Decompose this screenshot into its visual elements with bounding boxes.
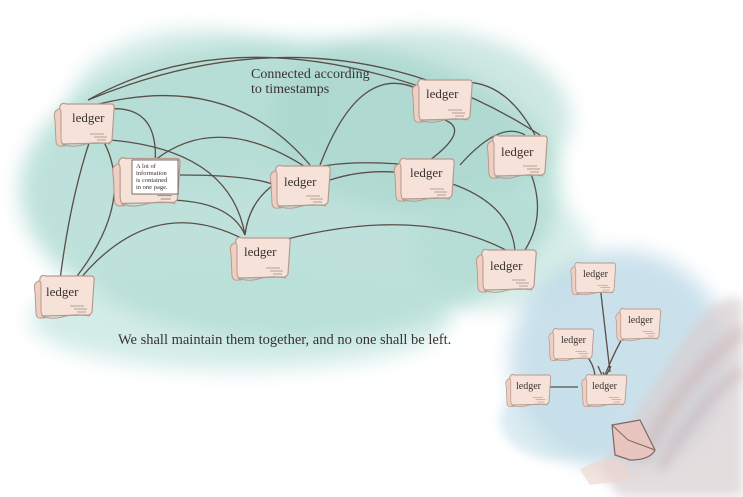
eraser-hand-icon [580, 298, 743, 497]
note-scroll: A lot of information is contained in one… [111, 157, 181, 207]
ledger-label: ledger [426, 86, 459, 101]
ledger-label: ledger [501, 144, 534, 159]
ledger-label: ledger [592, 381, 618, 392]
ledger-scroll: ledger [486, 134, 548, 179]
ledger-scroll: ledger [33, 274, 95, 319]
note-line-3: is contained [136, 177, 168, 184]
ledger-scroll-small: ledger [548, 328, 595, 362]
network-connections [59, 56, 541, 286]
caption-together: We shall maintain them together, and no … [118, 332, 452, 348]
ledger-label: ledger [490, 258, 523, 273]
ledger-label: ledger [516, 381, 542, 392]
note-text: A lot of information is contained in one… [136, 163, 169, 191]
ledger-label: ledger [628, 315, 654, 326]
note-line-2: information [136, 170, 167, 177]
ledger-scroll: ledger [393, 157, 455, 202]
ledger-scroll-small: ledger [615, 308, 662, 342]
ledger-label: ledger [244, 244, 277, 259]
ledger-scroll-small: ledger [581, 374, 628, 408]
note-line-1: A lot of [136, 163, 157, 170]
ledger-scroll-small: ledger [505, 374, 552, 408]
ledger-scroll: ledger [53, 102, 115, 147]
ledger-scroll: ledger [269, 164, 331, 209]
ledger-scroll: ledger [411, 78, 473, 123]
ledger-scroll: ledger [229, 236, 291, 281]
caption-timestamps: Connected according to timestamps [251, 67, 370, 97]
ledger-label: ledger [284, 174, 317, 189]
ledger-label: ledger [410, 165, 443, 180]
note-line-4: in one page. [136, 184, 168, 191]
ledger-scroll: ledger [475, 248, 537, 293]
ledger-label: ledger [46, 284, 79, 299]
ledger-label: ledger [561, 335, 587, 346]
ledger-label: ledger [583, 269, 609, 280]
scroll-group-main: ledger ledger ledger ledger ledger ledge… [33, 78, 548, 319]
scroll-group-small: ledger ledger ledger ledger ledger [505, 262, 662, 408]
ledger-scroll-small: ledger [570, 262, 617, 296]
ledger-label: ledger [72, 110, 105, 125]
